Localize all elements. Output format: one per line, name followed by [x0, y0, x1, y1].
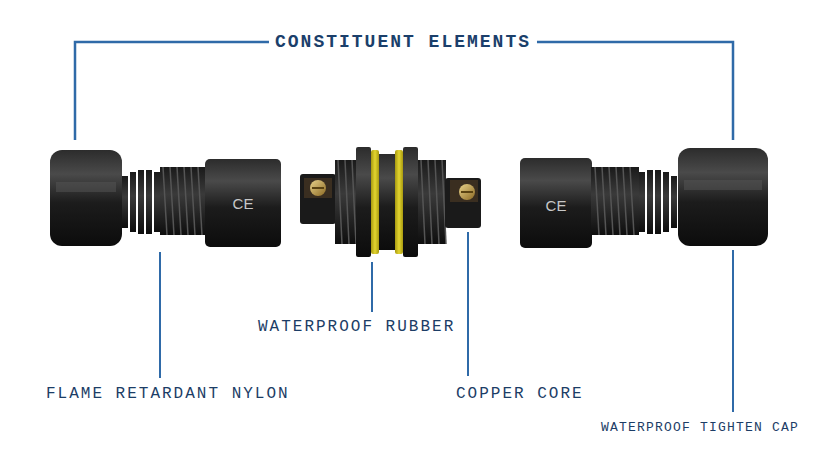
collet-right: [647, 170, 653, 234]
collet-right: [663, 172, 669, 232]
nylon-body-right: [520, 158, 592, 248]
part-label: FLAME RETARDANT NYLON: [46, 386, 290, 402]
tighten-cap-left: [50, 150, 122, 246]
coupler-body: [418, 160, 446, 244]
terminal-left: [312, 187, 324, 189]
thread-left: [191, 167, 195, 235]
collet-left: [122, 176, 128, 228]
collet-left: [122, 170, 160, 234]
nylon-body-left: [205, 159, 281, 247]
part-label: COPPER CORE: [456, 386, 584, 402]
coupler-body: [403, 147, 418, 257]
thread-left: [163, 167, 202, 235]
tighten-cap-right: [678, 148, 768, 246]
leader-line: [732, 250, 734, 412]
collet-right: [639, 172, 645, 232]
part-label: WATERPROOF TIGHTEN CAP: [601, 421, 799, 434]
terminal-left: [300, 174, 336, 224]
collet-right: [671, 176, 677, 228]
thread-right: [595, 167, 634, 235]
thread-right: [616, 167, 620, 235]
thread-left: [163, 167, 167, 235]
coupler-body: [338, 160, 342, 244]
thread-right: [602, 167, 606, 235]
thread-left: [177, 167, 181, 235]
thread-left: [184, 167, 188, 235]
terminal-left: [304, 178, 332, 198]
thread-left: [160, 167, 206, 235]
collet-right: [639, 170, 677, 234]
terminal-right: [445, 178, 481, 228]
certification-mark: CE: [233, 196, 254, 211]
coupler-body: [335, 160, 357, 244]
coupler-body: [371, 150, 379, 254]
leader-line: [160, 232, 733, 412]
terminal-right: [459, 184, 475, 200]
thread-left: [170, 167, 174, 235]
terminal-left: [310, 180, 326, 196]
collet-left: [138, 170, 144, 234]
coupler-body: [356, 147, 371, 257]
leader-line: [371, 262, 373, 312]
terminal-left: [300, 174, 336, 224]
nylon-body-left: [205, 159, 281, 247]
thread-right: [609, 167, 613, 235]
thread-left: [198, 167, 202, 235]
tighten-cap-left: [56, 182, 116, 192]
terminal-right: [450, 180, 478, 202]
thread-right: [591, 167, 639, 235]
tighten-cap-left: [50, 150, 122, 246]
coupler-body: [352, 160, 356, 244]
thread-right: [623, 167, 627, 235]
certification-mark: CE: [546, 198, 567, 213]
diagram-title: CONSTITUENT ELEMENTS: [269, 33, 537, 51]
coupler-body: [428, 160, 432, 244]
coupler-body: [335, 147, 446, 257]
collet-right: [655, 170, 661, 234]
terminal-right: [461, 191, 473, 193]
thread-right: [591, 167, 639, 235]
terminal-right: [445, 178, 481, 228]
collet-left: [130, 172, 136, 232]
tighten-cap-right: [684, 180, 762, 190]
collet-left: [154, 172, 160, 232]
thread-right: [630, 167, 634, 235]
coupler-body: [421, 160, 425, 244]
thread-left: [160, 167, 206, 235]
coupler-body: [379, 154, 395, 250]
coupler-body: [395, 150, 403, 254]
tighten-cap-right: [678, 148, 768, 246]
bracket-line: [75, 42, 733, 140]
part-label: WATERPROOF RUBBER: [258, 319, 455, 335]
coupler-body: [421, 160, 446, 244]
leader-line: [159, 252, 161, 378]
coupler-body: [338, 160, 356, 244]
nylon-body-right: [520, 158, 592, 248]
coupler-body: [345, 160, 349, 244]
thread-right: [595, 167, 599, 235]
collet-left: [146, 170, 152, 234]
coupler-body: [435, 160, 439, 244]
leader-line: [467, 232, 469, 376]
bracket-line: [75, 42, 733, 140]
